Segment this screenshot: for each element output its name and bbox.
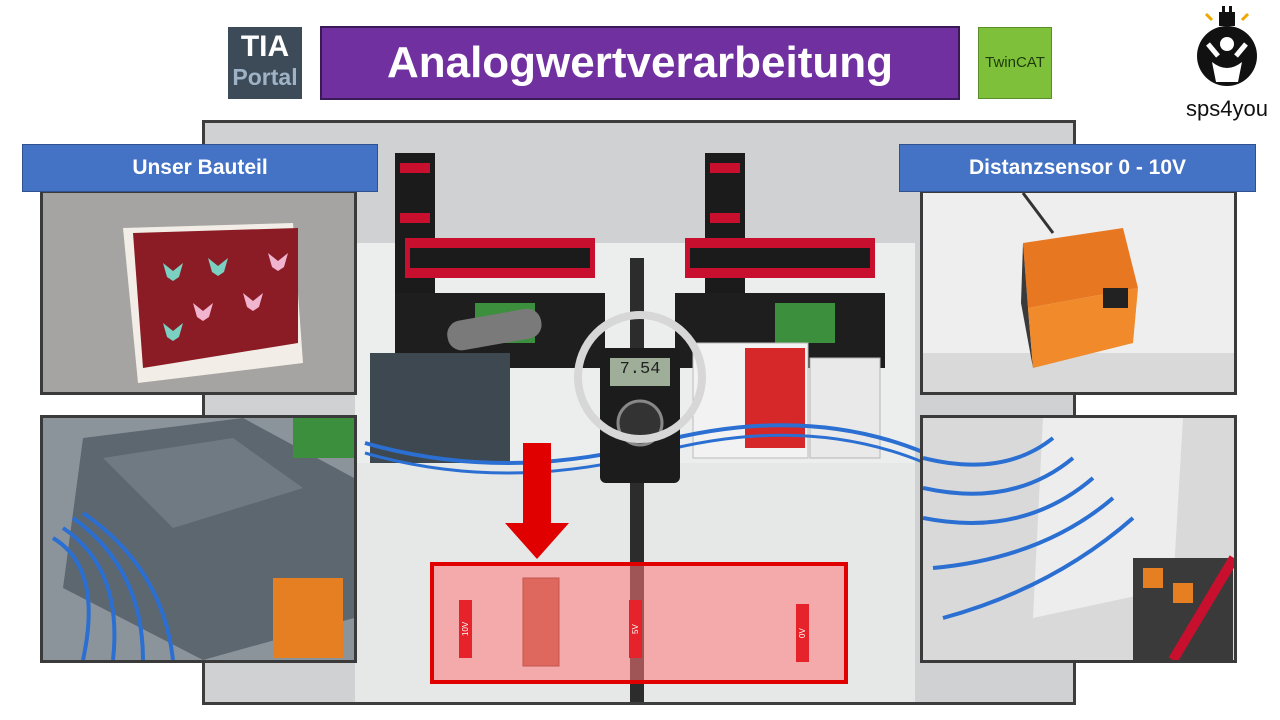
mark-10v: 10V bbox=[459, 600, 472, 658]
sps4you-logo: sps4you bbox=[1178, 4, 1276, 122]
mark-0v: 0V bbox=[796, 604, 809, 662]
twincat-logo-label: TwinCAT bbox=[985, 54, 1045, 71]
left-machine bbox=[370, 153, 605, 463]
banner-unser-bauteil: Unser Bauteil bbox=[22, 144, 378, 192]
workpiece-photo bbox=[40, 190, 357, 395]
plug-person-icon bbox=[1197, 6, 1257, 86]
page-title: Analogwertverarbeitung bbox=[320, 26, 960, 100]
plc-closeup-photo bbox=[40, 415, 357, 663]
right-machine bbox=[675, 153, 885, 459]
terminal-closeup-photo bbox=[920, 415, 1237, 663]
multimeter-reading: 7.54 bbox=[619, 360, 661, 379]
twincat-logo: TwinCAT bbox=[978, 27, 1052, 99]
sensor-range-box: 10V 5V 0V bbox=[430, 562, 848, 684]
red-arrow bbox=[505, 443, 569, 559]
mark-5v: 5V bbox=[629, 600, 642, 658]
banner-distanzsensor: Distanzsensor 0 - 10V bbox=[899, 144, 1256, 192]
sensor-photo bbox=[920, 190, 1237, 395]
multimeter bbox=[574, 311, 706, 483]
brand-name: sps4you bbox=[1186, 96, 1268, 121]
tia-portal-logo: TIA Portal bbox=[228, 27, 302, 99]
tia-logo-line1: TIA bbox=[240, 30, 290, 63]
tia-logo-line2: Portal bbox=[232, 64, 298, 90]
